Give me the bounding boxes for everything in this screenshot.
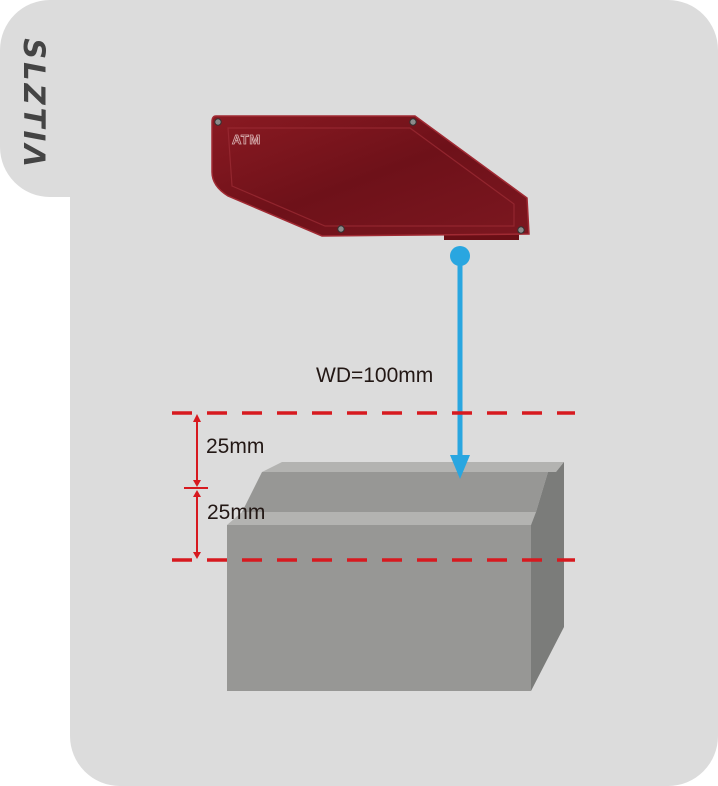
object-front-face: [227, 525, 531, 691]
beam-arrow: [450, 246, 470, 479]
device-lens-base: [444, 232, 519, 240]
dof-lower-label: 25mm: [207, 501, 266, 524]
dof-upper-label: 25mm: [206, 435, 265, 458]
working-distance-label: WD=100mm: [316, 364, 434, 387]
device-brand-label: ATM: [232, 132, 261, 148]
depth-of-field: [172, 411, 575, 562]
device-bevel: [227, 127, 515, 227]
object-top-back: [262, 462, 564, 472]
target-object: [227, 462, 564, 691]
sensor-device: [211, 115, 530, 240]
object-side-face: [531, 462, 564, 691]
screw-icon: [337, 225, 345, 233]
screw-icon: [517, 226, 525, 234]
device-body: [211, 115, 530, 237]
screw-icon: [214, 118, 222, 126]
beam-arrowhead: [450, 455, 470, 479]
screw-icon: [409, 118, 417, 126]
object-upper-face: [242, 472, 548, 512]
object-ledge: [227, 512, 536, 525]
